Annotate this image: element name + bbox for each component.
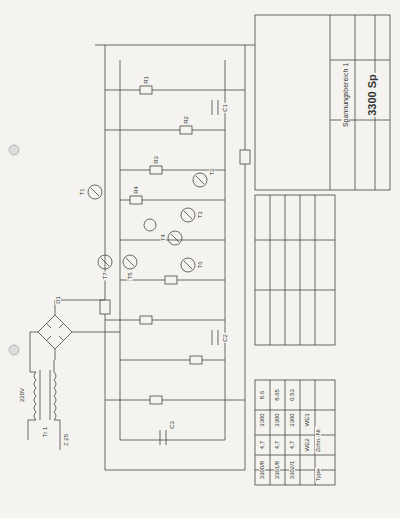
part-label: T5 <box>127 271 133 280</box>
part-label: D1 <box>55 295 61 305</box>
part-label: C1 <box>222 103 228 113</box>
part-label: 8.6 <box>259 390 265 400</box>
part-label: 3302/1 <box>289 460 295 480</box>
part-label: 0.53 <box>289 388 295 402</box>
part-label: Spannungsbereich 1 <box>342 62 349 128</box>
part-label: T3 <box>197 210 203 219</box>
part-label: T2 <box>209 167 215 176</box>
part-label: 3300 <box>259 412 265 427</box>
part-label: 3300 <box>289 412 295 427</box>
part-label: R2 <box>183 115 189 125</box>
part-label: 3300 Sp <box>367 73 378 117</box>
part-label: T6 <box>197 260 203 269</box>
part-label: 3301/8 <box>274 460 280 480</box>
part-label: WE3 <box>304 412 310 427</box>
part-label: R3 <box>153 155 159 165</box>
part-label: C2 <box>222 333 228 343</box>
part-label: 4,7 <box>289 440 295 450</box>
part-label: R4 <box>133 185 139 195</box>
part-label: 4,7 <box>274 440 280 450</box>
part-label: 8.65 <box>274 388 280 402</box>
part-label: Zchn.-Nr. <box>315 427 321 454</box>
part-label: T4 <box>160 233 166 242</box>
part-label: C3 <box>169 420 175 430</box>
part-label: R1 <box>143 75 149 85</box>
part-label: 3300 <box>274 412 280 427</box>
part-label: Tr 1 <box>42 426 48 438</box>
part-label: T1 <box>79 187 85 196</box>
part-label: WE2 <box>304 437 310 452</box>
part-label: 4,7 <box>259 440 265 450</box>
part-label: Type <box>315 467 321 482</box>
part-label: 220V <box>19 387 25 403</box>
part-label: Z 25 <box>63 433 69 447</box>
part-label: T7 <box>102 271 108 280</box>
part-label: 3300/8 <box>259 460 265 480</box>
